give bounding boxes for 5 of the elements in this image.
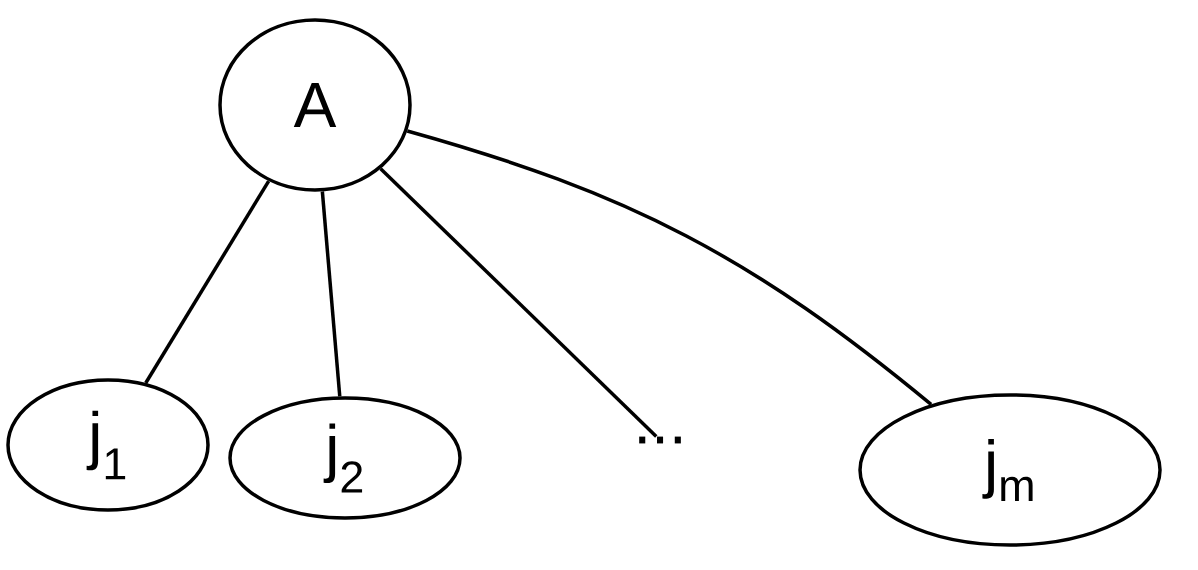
connector-line: [320, 191, 342, 397]
connector-line: [406, 129, 933, 406]
dots-text: ...: [639, 436, 681, 444]
connector-line: [379, 167, 658, 438]
connector-line: [144, 180, 271, 384]
